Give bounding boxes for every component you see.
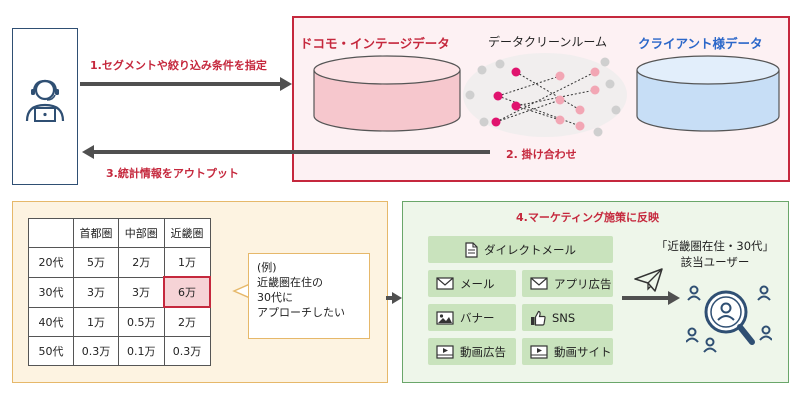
cleanroom-network-graphic — [463, 53, 627, 137]
step4-label: 4.マーケティング施策に反映 — [516, 211, 659, 224]
channel-banner: バナー — [428, 304, 516, 331]
client-data-title: クライアント様データ — [638, 36, 763, 51]
table-row-label: 20代 — [28, 247, 74, 278]
callout-line: 30代に — [257, 291, 293, 304]
user-panel — [12, 28, 78, 185]
table-cell: 0.5万 — [118, 306, 165, 337]
arrow-to-marketing — [386, 292, 402, 304]
table-cell: 1万 — [73, 306, 119, 337]
thumbs-up-icon — [531, 310, 546, 326]
table-header-row: 首都圏 中部圏 近畿圏 — [28, 218, 211, 248]
channel-direct-mail: ダイレクトメール — [428, 236, 613, 263]
table-row-label: 50代 — [28, 336, 74, 366]
user-at-laptop-icon — [25, 79, 65, 122]
channel-label: SNS — [552, 310, 576, 325]
example-callout: (例) 近畿圏在住の 30代に アプローチしたい — [248, 253, 370, 339]
callout-line: (例) — [257, 261, 277, 274]
table-row: 20代 5万 2万 1万 — [28, 247, 211, 278]
step3-label: 3.統計情報をアウトプット — [106, 167, 239, 180]
arrow-output — [82, 145, 490, 159]
table-cell-highlighted: 6万 — [163, 276, 211, 308]
channel-label: バナー — [460, 310, 495, 325]
channel-label: アプリ広告 — [554, 276, 612, 291]
target-line: 該当ユーザー — [680, 255, 750, 269]
docomo-data-cylinder — [313, 55, 461, 132]
table-header-cell: 中部圏 — [118, 218, 165, 248]
envelope-icon — [530, 277, 548, 290]
table-cell: 1万 — [163, 247, 211, 278]
table-row-label: 30代 — [28, 276, 74, 308]
table-cell: 0.1万 — [118, 336, 165, 366]
arrow-specify — [80, 77, 292, 91]
table-header-cell: 首都圏 — [73, 218, 119, 248]
table-cell: 3万 — [118, 276, 165, 308]
client-data-cylinder — [636, 55, 780, 132]
table-row-label: 40代 — [28, 306, 74, 337]
cleanroom-title: データクリーンルーム — [488, 35, 608, 49]
target-line: 「近畿圏在住・30代」 — [655, 239, 775, 253]
table-cell: 0.3万 — [73, 336, 119, 366]
video-icon — [436, 344, 454, 359]
envelope-icon — [436, 277, 454, 290]
step2-label: 2. 掛け合わせ — [506, 148, 577, 161]
table-header-cell: 近畿圏 — [163, 218, 211, 248]
table-cell: 2万 — [118, 247, 165, 278]
table-row: 30代 3万 3万 6万 — [28, 276, 211, 308]
channel-label: メール — [460, 276, 495, 291]
table-cell: 3万 — [73, 276, 119, 308]
callout-line: 近畿圏在住の — [257, 276, 323, 289]
channel-sns: SNS — [522, 304, 613, 331]
channel-video-site: 動画サイト — [522, 338, 613, 365]
image-icon — [436, 310, 454, 325]
arrow-to-target — [622, 291, 680, 305]
channel-label: 動画サイト — [554, 344, 612, 359]
target-users-search-icon — [686, 285, 772, 353]
table-header-cell — [28, 218, 74, 248]
target-users-label: 「近畿圏在住・30代」 該当ユーザー — [645, 238, 785, 270]
table-row: 50代 0.3万 0.1万 0.3万 — [28, 336, 211, 366]
table-cell: 2万 — [163, 306, 211, 337]
table-cell: 0.3万 — [163, 336, 211, 366]
step1-label: 1.セグメントや絞り込み条件を指定 — [90, 59, 267, 72]
channel-app-ad: アプリ広告 — [522, 270, 613, 297]
document-icon — [465, 241, 478, 258]
table-row: 40代 1万 0.5万 2万 — [28, 306, 211, 337]
video-icon — [530, 344, 548, 359]
channel-email: メール — [428, 270, 516, 297]
docomo-data-title: ドコモ・インテージデータ — [300, 36, 450, 51]
channel-label: 動画広告 — [460, 344, 506, 359]
paper-plane-icon — [634, 268, 663, 292]
channel-video-ad: 動画広告 — [428, 338, 516, 365]
statistics-table: 首都圏 中部圏 近畿圏 20代 5万 2万 1万 30代 3万 3万 6万 40… — [28, 218, 211, 366]
channel-label: ダイレクトメール — [484, 242, 576, 257]
callout-line: アプローチしたい — [257, 306, 345, 319]
table-cell: 5万 — [73, 247, 119, 278]
